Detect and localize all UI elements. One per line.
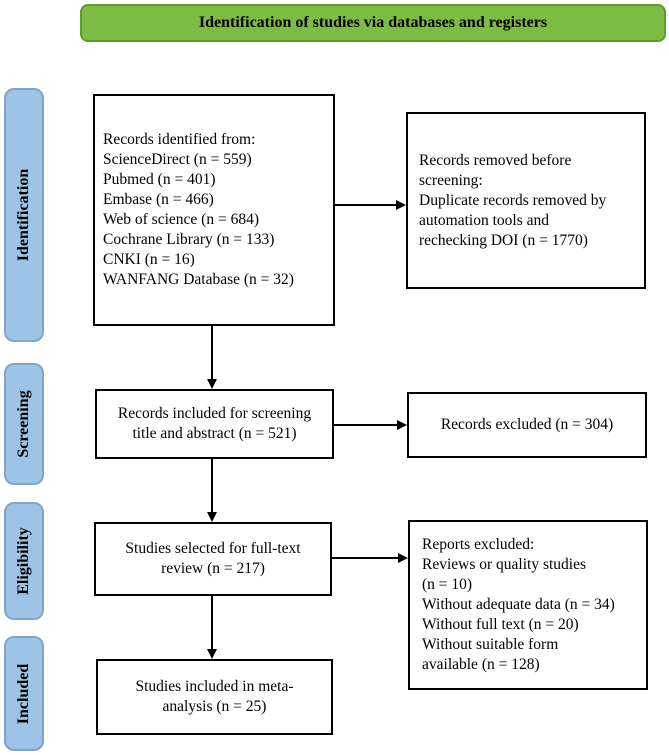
reports-excluded-line: (n = 10) xyxy=(422,576,473,593)
records-identified-box: Records identified from: ScienceDirect (… xyxy=(93,94,335,326)
source-item: Embase (n = 466) xyxy=(103,191,214,208)
diagram-title: Identification of studies via databases … xyxy=(80,4,666,42)
phase-screening: Screening xyxy=(4,363,44,485)
source-item: Web of science (n = 684) xyxy=(103,211,259,228)
removed-line: Records removed before xyxy=(419,151,572,169)
fulltext-line: Studies selected for full-text xyxy=(125,540,301,557)
reports-excluded-line: available (n = 128) xyxy=(422,656,540,673)
reports-excluded-line: Without full text (n = 20) xyxy=(422,616,579,633)
source-item: CNKI (n = 16) xyxy=(103,251,195,268)
screening-line: title and abstract (n = 521) xyxy=(132,425,297,442)
reports-excluded-line: Reports excluded: xyxy=(422,536,535,553)
source-item: ScienceDirect (n = 559) xyxy=(103,151,252,168)
removed-line: screening: xyxy=(419,171,483,189)
records-excluded-text: Records excluded (n = 304) xyxy=(440,416,614,433)
records-removed-box: Records removed before screening: Duplic… xyxy=(406,112,646,289)
reports-excluded-line: Without adequate data (n = 34) xyxy=(422,596,615,613)
included-box: Studies included in meta- analysis (n = … xyxy=(96,659,333,735)
included-line: analysis (n = 25) xyxy=(162,698,267,715)
screening-line: Records included for screening xyxy=(117,405,312,422)
screening-box: Records included for screening title and… xyxy=(95,389,334,459)
fulltext-box: Studies selected for full-text review (n… xyxy=(94,522,332,596)
reports-excluded-line: Without suitable form xyxy=(422,636,559,653)
source-item: WANFANG Database (n = 32) xyxy=(103,271,294,288)
included-line: Studies included in meta- xyxy=(135,678,294,695)
records-excluded-box: Records excluded (n = 304) xyxy=(407,392,647,458)
reports-excluded-box: Reports excluded: Reviews or quality stu… xyxy=(408,520,648,690)
removed-line: automation tools and xyxy=(419,211,550,229)
source-item: Pubmed (n = 401) xyxy=(103,171,216,188)
removed-line: rechecking DOI (n = 1770) xyxy=(419,231,588,249)
removed-line: Duplicate records removed by xyxy=(419,191,607,209)
phase-identification: Identification xyxy=(4,88,44,342)
reports-excluded-line: Reviews or quality studies xyxy=(422,556,587,573)
phase-included: Included xyxy=(4,636,44,751)
records-identified-heading: Records identified from: xyxy=(103,131,256,148)
phase-eligibility: Eligibility xyxy=(4,502,44,620)
fulltext-line: review (n = 217) xyxy=(161,560,265,577)
source-item: Cochrane Library (n = 133) xyxy=(103,231,275,248)
